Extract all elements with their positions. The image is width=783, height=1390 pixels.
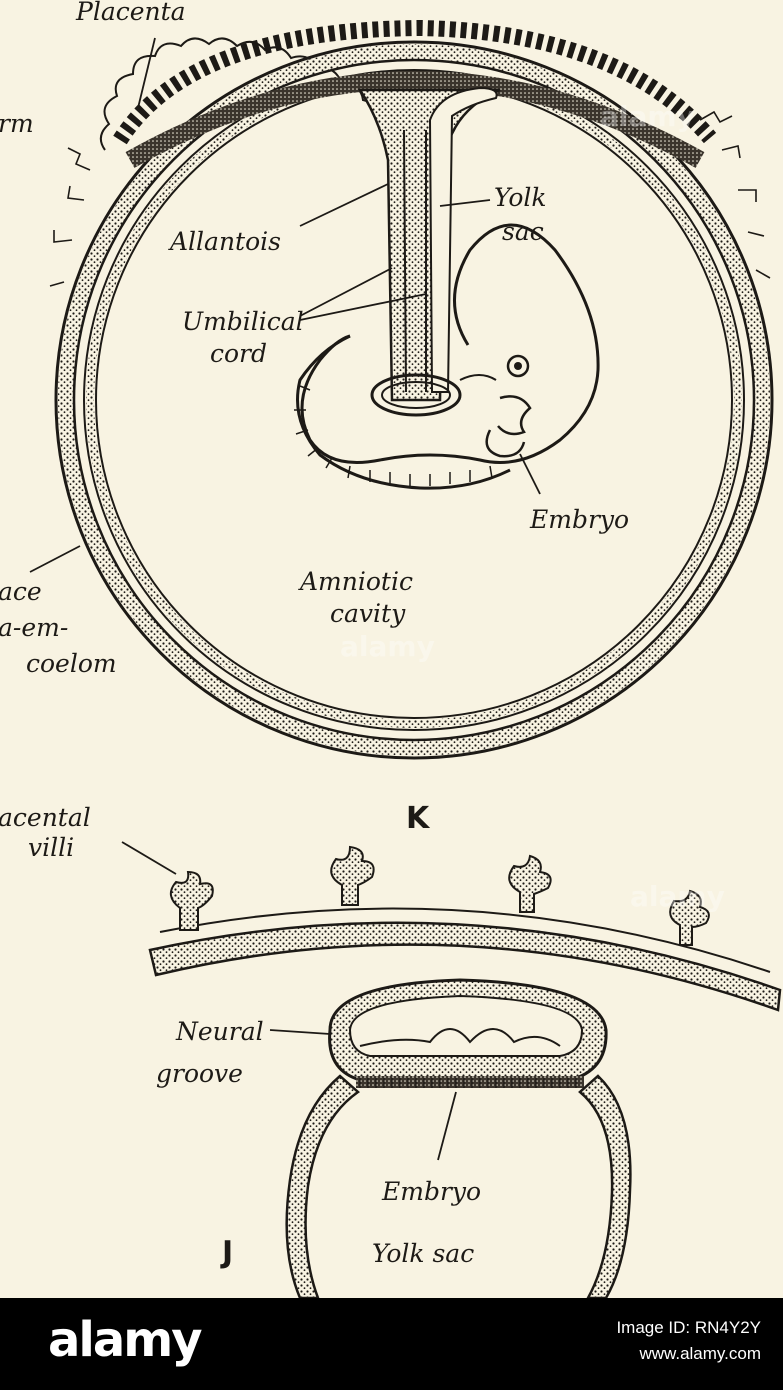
- label-neural-groove-line1: Neural: [175, 1017, 264, 1046]
- label-space-line1: ace: [0, 577, 42, 606]
- label-amniotic-line1: Amniotic: [298, 567, 413, 596]
- label-space-line2: a-em-: [0, 613, 68, 642]
- label-allantois: Allantois: [168, 227, 281, 256]
- panel-letter-k: K: [406, 801, 431, 836]
- image-id: Image ID: RN4Y2Y: [616, 1315, 761, 1341]
- watermark: alamy: [630, 880, 725, 913]
- site-link[interactable]: www.alamy.com: [616, 1341, 761, 1367]
- label-yolk-sac-k-line1: Yolk: [494, 183, 547, 212]
- brand-logo[interactable]: alamy: [48, 1312, 201, 1368]
- label-amniotic-line2: cavity: [330, 599, 406, 628]
- label-placental-villi-line2: villi: [28, 833, 74, 862]
- label-placental-villi-line1: acental: [0, 803, 91, 832]
- umbilical-cord: [360, 88, 500, 415]
- label-embryo-j: Embryo: [381, 1177, 481, 1206]
- label-umbilical-line2: cord: [210, 339, 267, 368]
- watermark: alamy: [600, 100, 695, 133]
- watermark: alamy: [340, 630, 435, 663]
- label-ectoderm-fragment: rm: [0, 109, 34, 138]
- label-space-line3: coelom: [26, 649, 117, 678]
- label-neural-groove-line2: groove: [156, 1059, 243, 1088]
- label-yolk-sac-k-line2: sac: [502, 217, 544, 246]
- label-yolk-sac-j: Yolk sac: [372, 1239, 474, 1268]
- panel-letter-j: J: [220, 1235, 233, 1270]
- stock-footer-bar: alamy Image ID: RN4Y2Y www.alamy.com: [0, 1298, 783, 1390]
- label-placenta: Placenta: [75, 0, 186, 26]
- label-umbilical-line1: Umbilical: [182, 307, 304, 336]
- label-embryo-k: Embryo: [529, 505, 629, 534]
- image-info: Image ID: RN4Y2Y www.alamy.com: [616, 1315, 761, 1367]
- panel-j: acental villi Neural groove Embryo Yolk …: [0, 803, 780, 1298]
